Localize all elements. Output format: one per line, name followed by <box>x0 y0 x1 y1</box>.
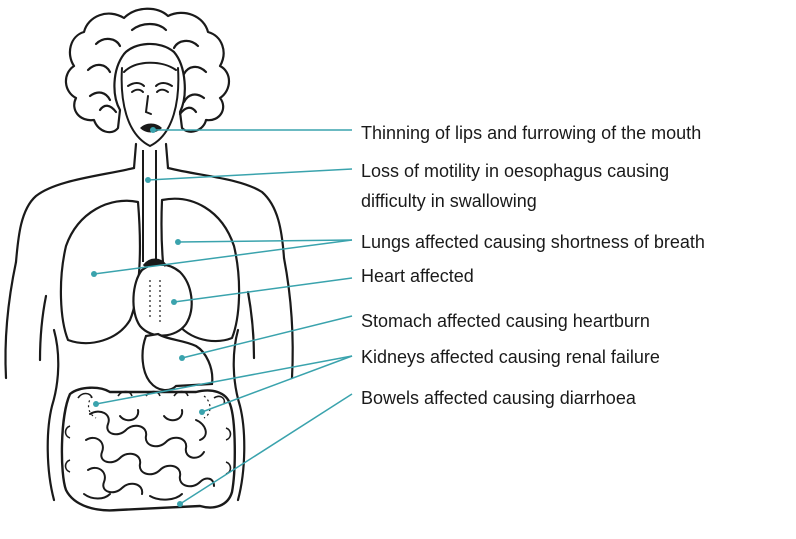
dot-lips <box>150 127 156 133</box>
face <box>122 63 179 146</box>
dot-kidney-left <box>93 401 99 407</box>
oesophagus-front <box>143 196 156 262</box>
label-oesophagus-line2: difficulty in swallowing <box>361 190 537 212</box>
label-lips: Thinning of lips and furrowing of the mo… <box>361 122 701 144</box>
large-intestine <box>62 388 235 511</box>
leader-line-kidney-right <box>202 356 352 412</box>
dot-oesophagus <box>145 177 151 183</box>
heart <box>133 264 191 335</box>
label-kidneys: Kidneys affected causing renal failure <box>361 346 660 368</box>
dot-lung-left <box>91 271 97 277</box>
label-bowels: Bowels affected causing diarrhoea <box>361 387 636 409</box>
label-oesophagus-line1: Loss of motility in oesophagus causing <box>361 160 669 182</box>
stomach <box>143 334 213 390</box>
dot-bowels <box>177 501 183 507</box>
dot-heart <box>171 299 177 305</box>
dot-kidney-right <box>199 409 205 415</box>
dot-stomach <box>179 355 185 361</box>
label-stomach: Stomach affected causing heartburn <box>361 310 650 332</box>
label-lungs: Lungs affected causing shortness of brea… <box>361 231 705 253</box>
dot-lung-right <box>175 239 181 245</box>
label-heart: Heart affected <box>361 265 474 287</box>
